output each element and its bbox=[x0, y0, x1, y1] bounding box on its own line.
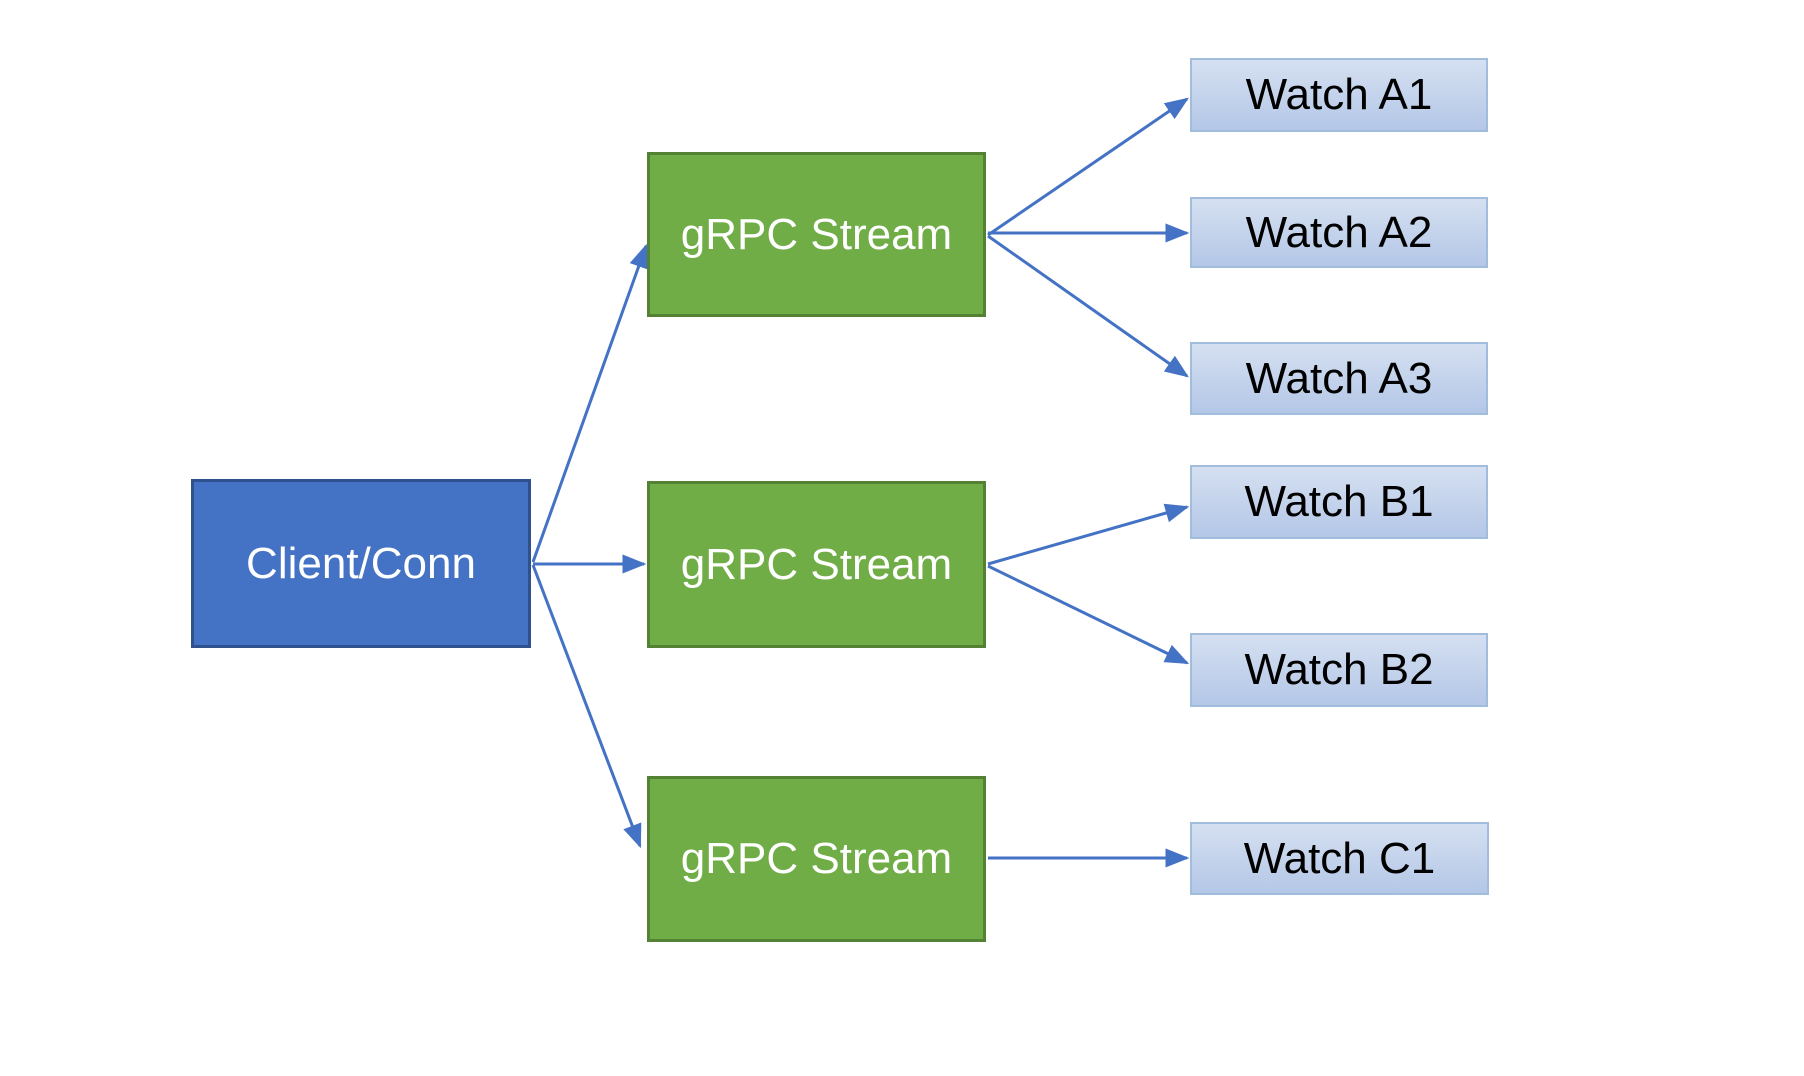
node-watch-a2-label: Watch A2 bbox=[1245, 207, 1433, 257]
node-watch-a1: Watch A1 bbox=[1190, 58, 1488, 132]
node-grpc-stream-3-label: gRPC Stream bbox=[680, 834, 953, 883]
node-watch-b1-label: Watch B1 bbox=[1244, 477, 1434, 526]
node-watch-c1-label: Watch C1 bbox=[1243, 833, 1436, 883]
edge-client-to-stream1 bbox=[531, 243, 648, 563]
edge-stream2-to-watchB2 bbox=[987, 564, 1190, 665]
node-watch-a2: Watch A2 bbox=[1190, 197, 1488, 268]
node-watch-a1-label: Watch A1 bbox=[1245, 70, 1433, 119]
node-grpc-stream-3: gRPC Stream bbox=[647, 776, 986, 942]
node-watch-c1: Watch C1 bbox=[1190, 822, 1489, 895]
node-watch-a3-label: Watch A3 bbox=[1245, 353, 1433, 403]
node-grpc-stream-2-label: gRPC Stream bbox=[680, 539, 953, 589]
node-grpc-stream-2: gRPC Stream bbox=[647, 481, 986, 648]
edge-client-to-stream3 bbox=[531, 564, 642, 849]
node-client-conn-label: Client/Conn bbox=[246, 538, 476, 588]
node-watch-b2-label: Watch B2 bbox=[1244, 645, 1434, 694]
node-client-conn: Client/Conn bbox=[191, 479, 531, 648]
node-grpc-stream-1: gRPC Stream bbox=[647, 152, 986, 317]
node-watch-b1: Watch B1 bbox=[1190, 465, 1488, 539]
edge-stream1-to-watchA1 bbox=[987, 97, 1189, 237]
node-grpc-stream-1-label: gRPC Stream bbox=[680, 209, 953, 259]
edge-stream2-to-watchB1 bbox=[987, 503, 1190, 566]
edge-stream1-to-watchA3 bbox=[987, 234, 1189, 378]
node-watch-a3: Watch A3 bbox=[1190, 342, 1488, 415]
node-watch-b2: Watch B2 bbox=[1190, 633, 1488, 707]
